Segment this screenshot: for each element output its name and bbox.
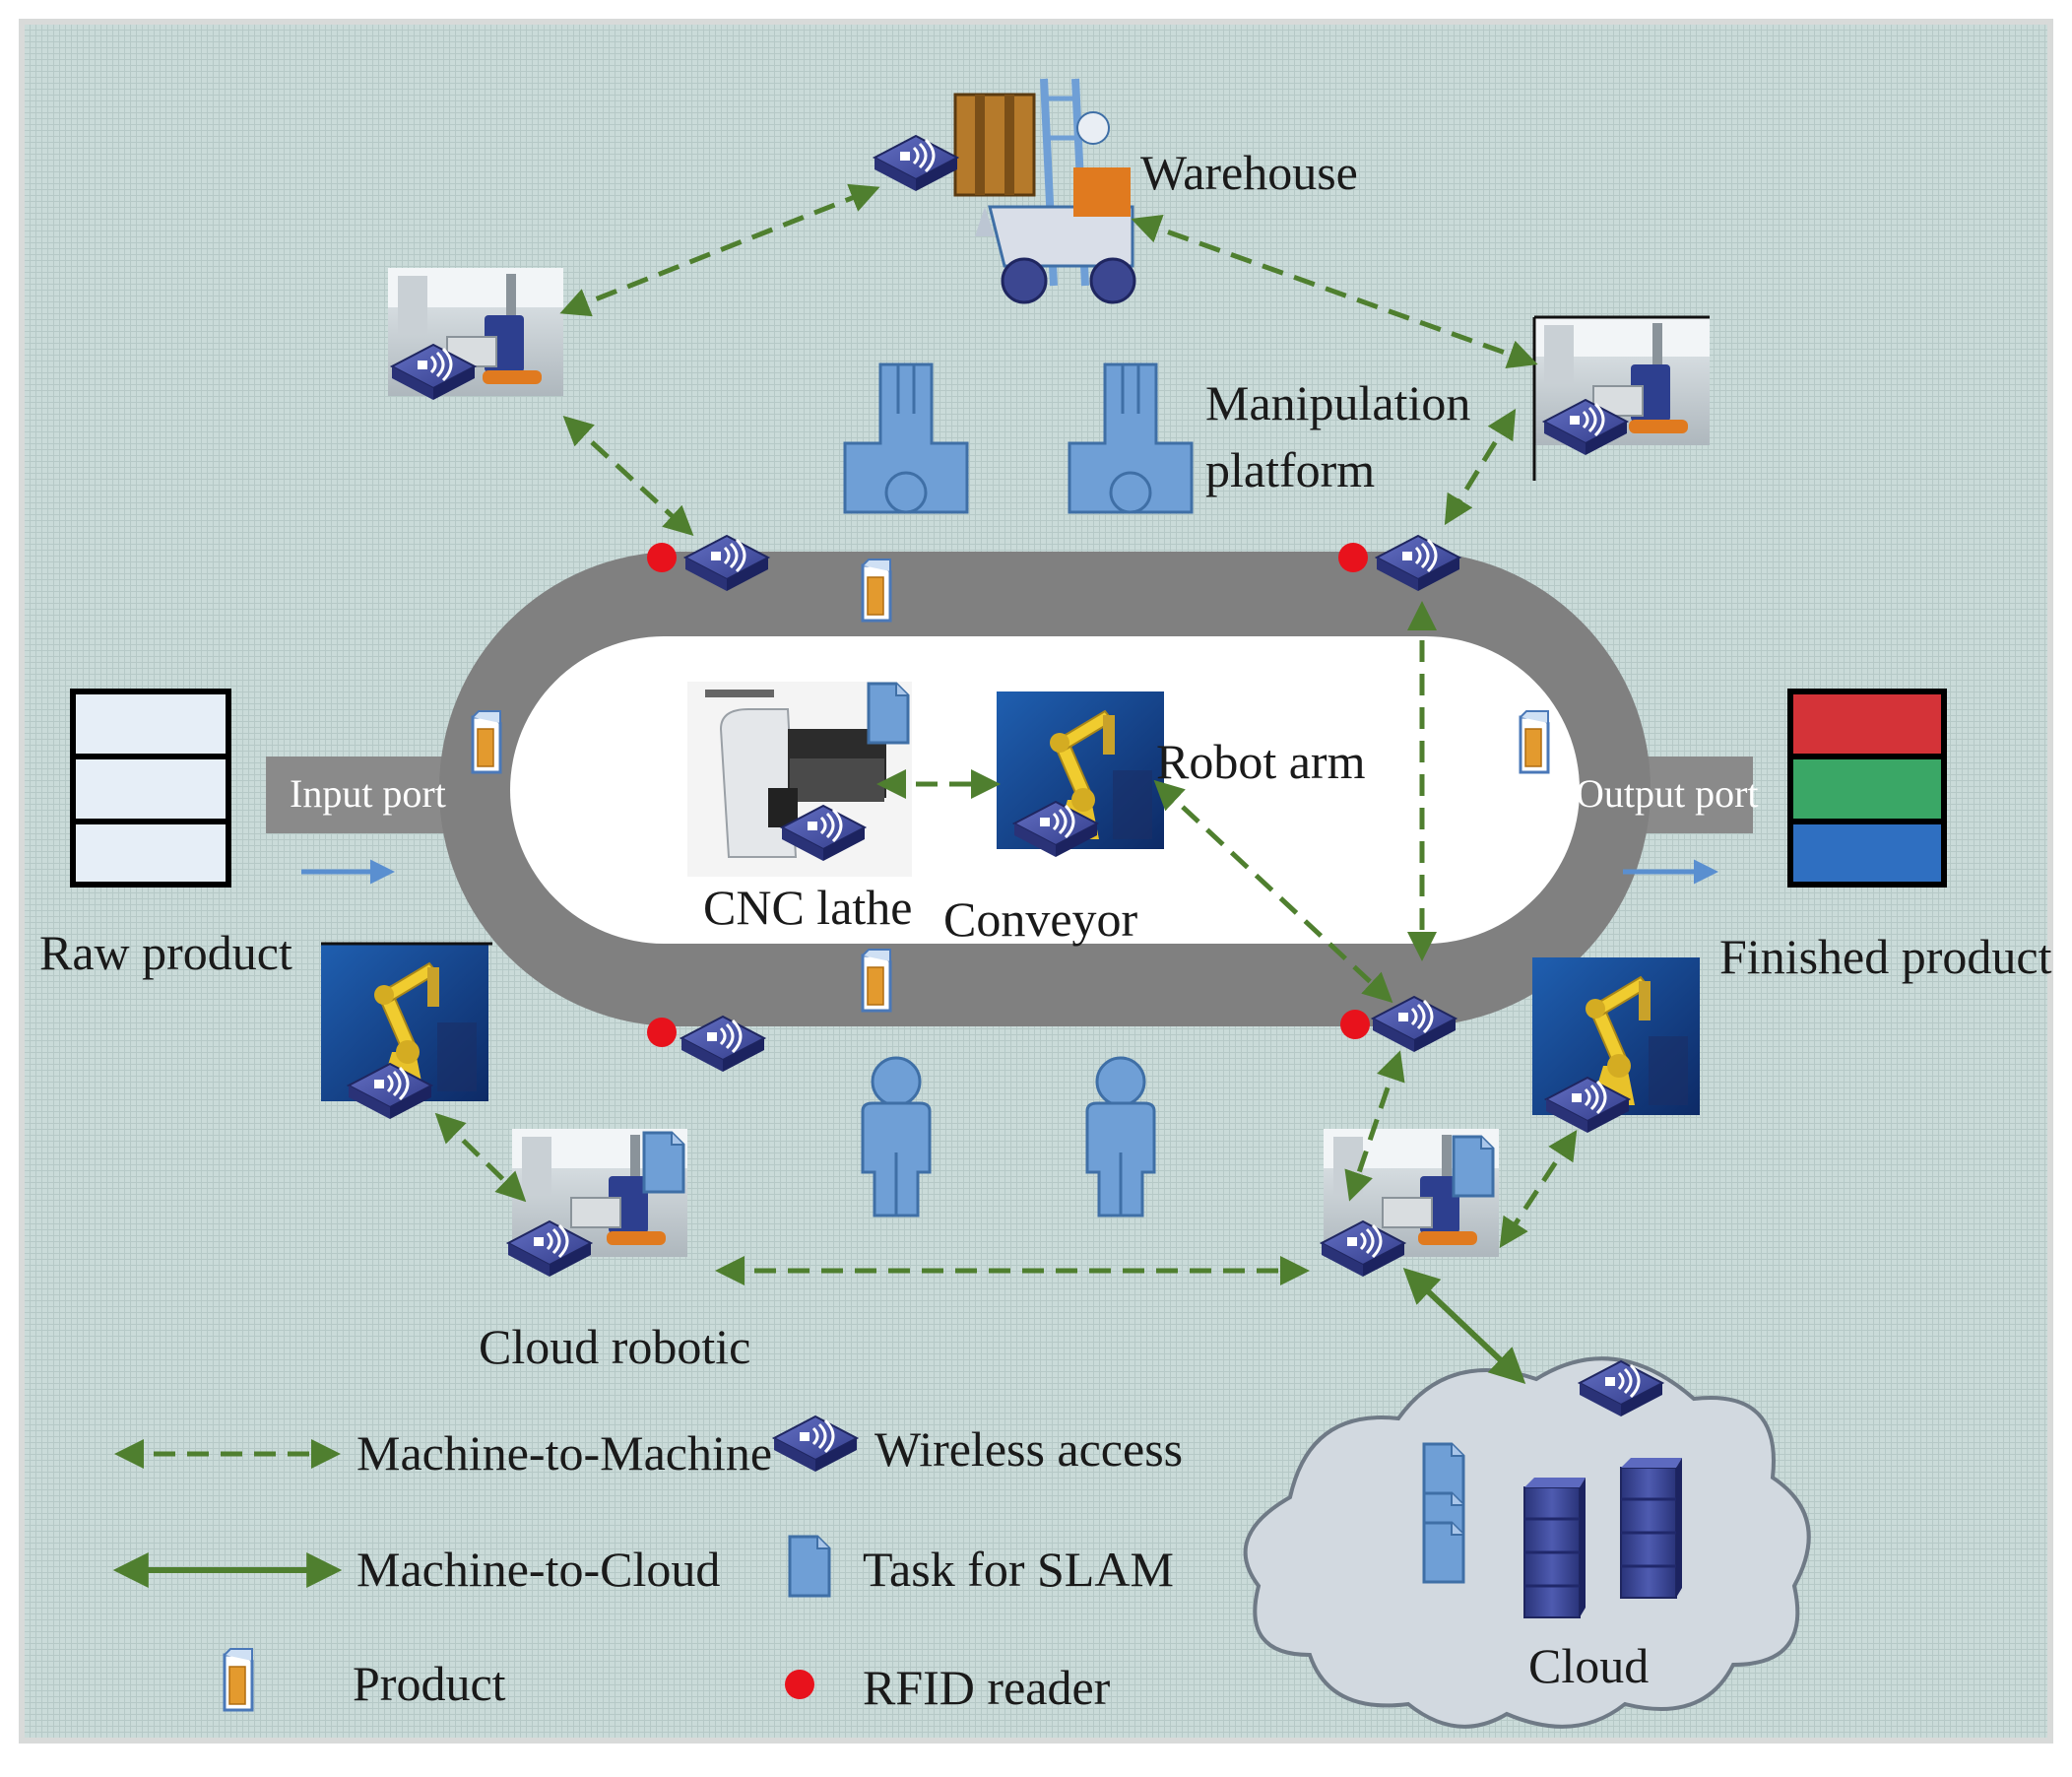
label-platform: platform xyxy=(1205,442,1376,497)
raw-product-stack xyxy=(70,689,231,888)
finished-product-stack xyxy=(1787,689,1947,888)
m2m-links xyxy=(434,183,1578,1285)
legend-product-icon xyxy=(223,1647,254,1712)
product-icon xyxy=(1519,709,1550,774)
legend-rfid-icon xyxy=(785,1670,814,1699)
legend-product-label: Product xyxy=(353,1656,506,1711)
legend-task-label: Task for SLAM xyxy=(863,1542,1174,1597)
m2m-link xyxy=(1444,408,1517,526)
robot-arm-icon xyxy=(320,942,492,1102)
rfid-reader-icon xyxy=(1340,1010,1370,1039)
label-cloud-robotic: Cloud robotic xyxy=(479,1319,751,1374)
label-robot-arm: Robot arm xyxy=(1156,734,1366,789)
label-output-port: Output port xyxy=(1576,771,1759,816)
label-cnc-lathe: CNC lathe xyxy=(703,880,913,935)
m2m-link xyxy=(1344,1050,1405,1202)
label-input-port: Input port xyxy=(290,771,446,816)
product-icon xyxy=(471,709,502,774)
legend-m2m-label: Machine-to-Machine xyxy=(356,1425,773,1481)
task-for-slam-icon xyxy=(867,682,910,745)
legend-wireless-label: Wireless access xyxy=(874,1421,1184,1477)
server-icon xyxy=(1522,1476,1587,1619)
product-icon xyxy=(861,558,892,623)
m2m-link xyxy=(559,183,880,317)
server-icon xyxy=(1619,1456,1684,1600)
rfid-reader-icon xyxy=(647,1018,677,1047)
label-raw-product: Raw product xyxy=(39,925,292,980)
task-for-slam-icon xyxy=(1422,1442,1465,1584)
label-warehouse: Warehouse xyxy=(1140,145,1358,200)
robot-arm-icon xyxy=(1531,956,1701,1116)
label-manipulation: Manipulation xyxy=(1205,375,1471,430)
legend-rfid-label: RFID reader xyxy=(863,1660,1111,1715)
rfid-reader-icon xyxy=(1338,543,1368,572)
m2m-link xyxy=(434,1112,527,1203)
forklift-icon xyxy=(953,78,1136,304)
product-icon xyxy=(861,948,892,1013)
legend-m2c-label: Machine-to-Cloud xyxy=(356,1542,721,1597)
legend-task-icon xyxy=(788,1535,831,1598)
m2m-link xyxy=(1499,1129,1578,1249)
label-conveyor: Conveyor xyxy=(943,891,1138,947)
rfid-reader-icon xyxy=(647,543,677,572)
label-cloud: Cloud xyxy=(1528,1638,1650,1693)
m2m-link xyxy=(1131,214,1538,369)
task-for-slam-icon xyxy=(1452,1135,1495,1198)
m2m-link xyxy=(562,415,694,537)
m2m-link xyxy=(1153,779,1393,1004)
m2c-link xyxy=(1402,1268,1526,1384)
task-for-slam-icon xyxy=(642,1131,685,1194)
label-finished-product: Finished product xyxy=(1719,929,2052,984)
